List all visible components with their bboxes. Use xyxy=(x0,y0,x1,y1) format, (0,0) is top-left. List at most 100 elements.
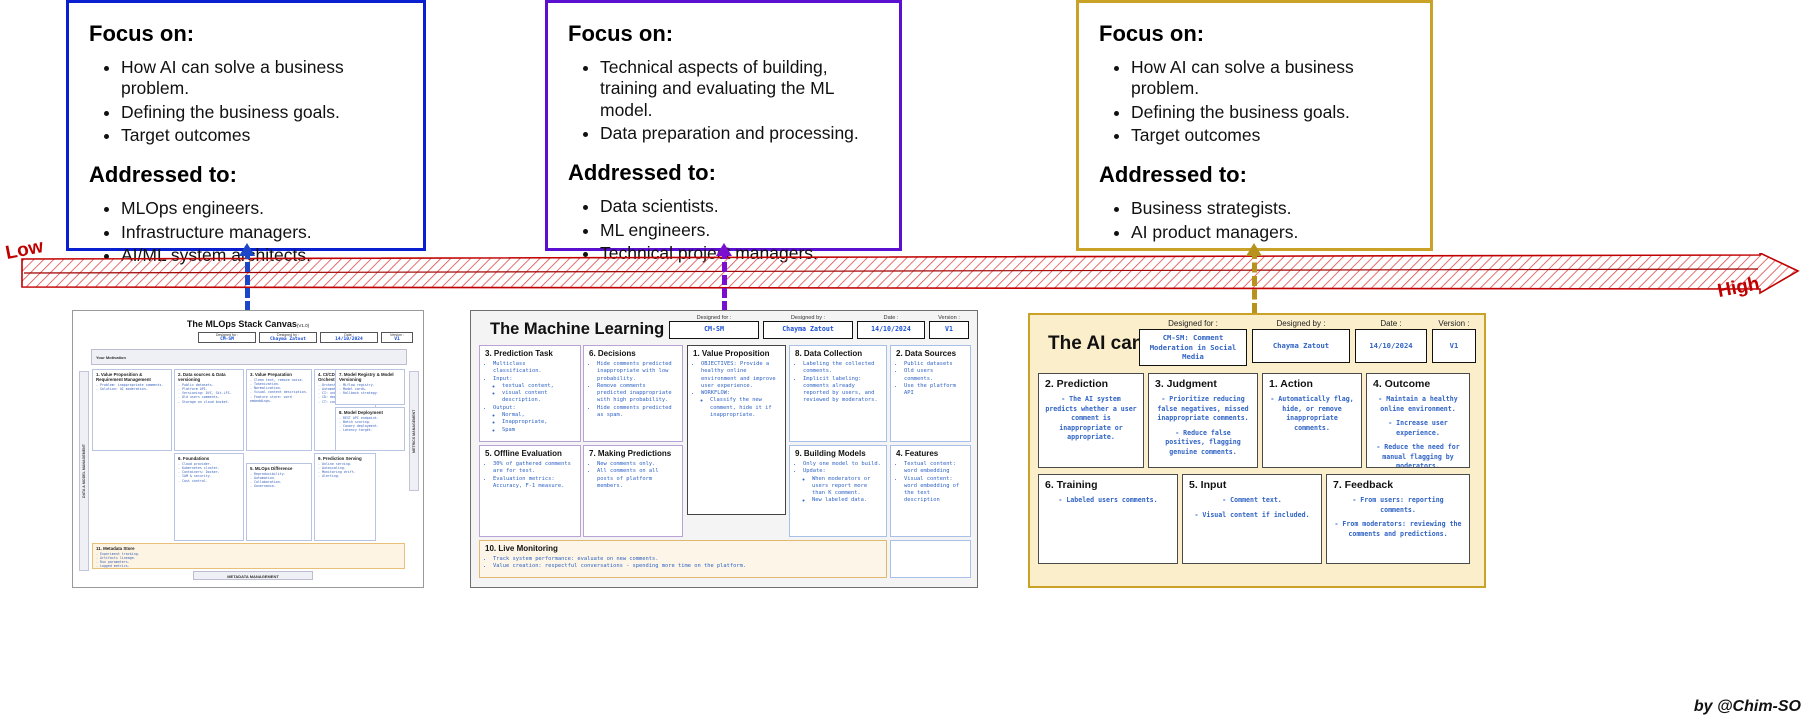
ai-box-body: - From users: reporting comments. - From… xyxy=(1334,496,1462,538)
list-item: Data scientists. xyxy=(600,196,879,217)
mlops-box-7[interactable]: 7. Model Registry & Model Versioning - M… xyxy=(335,369,405,405)
mlops-box-2[interactable]: 2. Data sources & Data versioning - Publ… xyxy=(174,369,244,451)
ai-box-action[interactable]: 1. Action - Automatically flag, hide, or… xyxy=(1262,373,1362,468)
callout-ai: Focus on: How AI can solve a business pr… xyxy=(1076,0,1433,251)
list-item: How AI can solve a business problem. xyxy=(1131,57,1410,100)
meta-designed-for: Designed for : CM-SM xyxy=(198,332,256,343)
ml-box-live-monitoring[interactable]: 10. Live Monitoring Track system perform… xyxy=(479,540,887,578)
meta-designed-for: Designed for : CM-SM: Comment Moderation… xyxy=(1139,319,1247,367)
ml-box-value-proposition[interactable]: 1. Value Proposition OBJECTIVES: Provide… xyxy=(687,345,786,515)
ai-box-judgment[interactable]: 3. Judgment - Prioritize reducing false … xyxy=(1148,373,1258,468)
ml-box-body: New comments only. All comments on all p… xyxy=(589,461,677,490)
complexity-axis-arrow xyxy=(21,253,1800,295)
ml-box-body: Labeling the collected comments. Implici… xyxy=(795,361,881,405)
ml-box-body: Track system performance: evaluate on ne… xyxy=(485,556,881,571)
mlops-box-11[interactable]: 11. Metadata Store - Experiment tracking… xyxy=(92,543,405,569)
list-item: Defining the business goals. xyxy=(1131,102,1410,123)
connector-ai xyxy=(1252,249,1257,313)
ai-box-body: - Prioritize reducing false negatives, m… xyxy=(1157,395,1249,456)
list-item: ML engineers. xyxy=(600,220,879,241)
mlops-box-1[interactable]: 1. Value Proposition & Requirement Manag… xyxy=(92,369,172,451)
ml-box-prediction-task[interactable]: 3. Prediction Task Multiclass classifica… xyxy=(479,345,581,442)
list-item: How AI can solve a business problem. xyxy=(121,57,403,100)
ml-box-body: Textual content: word embedding Visual c… xyxy=(896,461,965,505)
callout-focus-heading: Focus on: xyxy=(568,21,674,46)
ml-box-data-collection[interactable]: 8. Data Collection Labeling the collecte… xyxy=(789,345,887,442)
meta-designed-for: Designed for : CM-SM xyxy=(669,315,759,339)
connector-mlops-arrowhead xyxy=(239,243,255,256)
meta-designed-by: Designed by : Chayma Zatout xyxy=(259,332,317,343)
connector-ml xyxy=(722,249,727,311)
meta-version: Version : V1 xyxy=(1432,319,1476,363)
callout-focus-list: Technical aspects of building, training … xyxy=(568,57,879,144)
ml-box-decisions[interactable]: 6. Decisions Hide comments predicted ina… xyxy=(583,345,683,442)
rail-data-model-management: DATA & MODEL MANAGEMENT xyxy=(79,371,89,571)
list-item: Data preparation and processing. xyxy=(600,123,879,144)
ml-box-body: Multiclass classification. Input: textua… xyxy=(485,361,575,434)
ai-box-body: - Comment text. - Visual content if incl… xyxy=(1194,496,1310,519)
ml-box-body: Hide comments predicted inappropriate wi… xyxy=(589,361,677,419)
ml-box-body: OBJECTIVES: Provide a healthy online env… xyxy=(693,361,780,419)
ml-box-body: Only one model to build. Update: When mo… xyxy=(795,461,881,505)
list-item: AI product managers. xyxy=(1131,222,1410,243)
mlops-box-8[interactable]: 8. Model Deployment - REST API endpoint.… xyxy=(335,407,405,451)
ai-box-body: - Automatically flag, hide, or remove in… xyxy=(1270,395,1354,432)
callout-addressed-heading: Addressed to: xyxy=(1099,162,1247,188)
callout-addressed-heading: Addressed to: xyxy=(568,160,716,186)
meta-date: Date : 14/10/2024 xyxy=(320,332,378,343)
ai-box-prediction[interactable]: 2. Prediction - The AI system predicts w… xyxy=(1038,373,1144,468)
mlops-footer-band: METADATA MANAGEMENT xyxy=(193,571,313,580)
ai-canvas[interactable]: The AI canvas Designed for : CM-SM: Comm… xyxy=(1028,313,1486,588)
ai-box-input[interactable]: 5. Input - Comment text. - Visual conten… xyxy=(1182,474,1322,564)
connector-ml-arrowhead xyxy=(716,243,732,256)
connector-ai-arrowhead xyxy=(1246,243,1262,256)
mlops-value-band: Your Motivation xyxy=(91,349,407,365)
ml-box-spacer-right xyxy=(890,540,971,578)
list-item: Target outcomes xyxy=(1131,125,1410,146)
ml-box-body: Public datasets Old users comments. Use … xyxy=(896,361,965,397)
mlops-stack-canvas[interactable]: The MLOps Stack Canvas(V1.0) Designed fo… xyxy=(72,310,424,588)
mlops-meta-row: Designed for : CM-SM Designed by : Chaym… xyxy=(77,332,413,343)
meta-designed-by: Designed by : Chayma Zatout xyxy=(763,315,853,339)
list-item: Technical aspects of building, training … xyxy=(600,57,879,121)
callout-addressed-list: Business strategists. AI product manager… xyxy=(1099,198,1410,243)
meta-version: Version : V1 xyxy=(929,315,969,339)
list-item: Target outcomes xyxy=(121,125,403,146)
ml-box-offline-evaluation[interactable]: 5. Offline Evaluation 30% of gathered co… xyxy=(479,445,581,537)
callout-addressed-heading: Addressed to: xyxy=(89,162,237,188)
mlops-box-5[interactable]: 5. MLOps Difference - Reproducibility. -… xyxy=(246,463,312,541)
callout-focus-heading: Focus on: xyxy=(1099,21,1205,46)
callout-focus-list: How AI can solve a business problem. Def… xyxy=(89,57,403,146)
rail-metrics-management: METRICS MANAGEMENT xyxy=(409,371,419,491)
ai-box-body: - The AI system predicts whether a user … xyxy=(1045,395,1137,442)
callout-mlops: Focus on: How AI can solve a business pr… xyxy=(66,0,426,265)
ml-box-body: 30% of gathered comments are for test. E… xyxy=(485,461,575,490)
callout-focus-heading: Focus on: xyxy=(89,21,195,46)
ai-meta-row: Designed for : CM-SM: Comment Moderation… xyxy=(1139,319,1476,367)
ml-box-data-sources[interactable]: 2. Data Sources Public datasets Old user… xyxy=(890,345,971,442)
ml-meta-row: Designed for : CM-SM Designed by : Chaym… xyxy=(669,315,969,339)
ml-box-building-models[interactable]: 9. Building Models Only one model to bui… xyxy=(789,445,887,537)
ai-box-body: - Labeled users comments. xyxy=(1058,496,1158,504)
callout-ml: Focus on: Technical aspects of building,… xyxy=(545,0,902,263)
list-item: Business strategists. xyxy=(1131,198,1410,219)
ml-box-features[interactable]: 4. Features Textual content: word embedd… xyxy=(890,445,971,537)
ml-box-making-predictions[interactable]: 7. Making Predictions New comments only.… xyxy=(583,445,683,537)
list-item: MLOps engineers. xyxy=(121,198,403,219)
list-item: Defining the business goals. xyxy=(121,102,403,123)
mlops-box-6[interactable]: 6. Foundations - Cloud provider. - Kuber… xyxy=(174,453,244,541)
mlops-box-3[interactable]: 3. Value Preparation - Clean text, remov… xyxy=(246,369,312,451)
list-item: Infrastructure managers. xyxy=(121,222,403,243)
meta-date: Date : 14/10/2024 xyxy=(1355,319,1427,363)
credit-label: by @Chim-SO xyxy=(1693,698,1801,715)
ai-box-feedback[interactable]: 7. Feedback - From users: reporting comm… xyxy=(1326,474,1470,564)
ai-box-body: - Maintain a healthy online environment.… xyxy=(1376,395,1460,468)
callout-focus-list: How AI can solve a business problem. Def… xyxy=(1099,57,1410,146)
machine-learning-canvas[interactable]: The Machine Learning Canvas(V1.0) Design… xyxy=(470,310,978,588)
meta-date: Date : 14/10/2024 xyxy=(857,315,925,339)
mlops-canvas-title: The MLOps Stack Canvas(V1.0) xyxy=(186,319,310,329)
meta-designed-by: Designed by : Chayma Zatout xyxy=(1252,319,1350,363)
ai-box-training[interactable]: 6. Training - Labeled users comments. xyxy=(1038,474,1178,564)
ai-box-outcome[interactable]: 4. Outcome - Maintain a healthy online e… xyxy=(1366,373,1470,468)
mlops-box-9[interactable]: 9. Prediction Serving - Online serving. … xyxy=(314,453,376,541)
